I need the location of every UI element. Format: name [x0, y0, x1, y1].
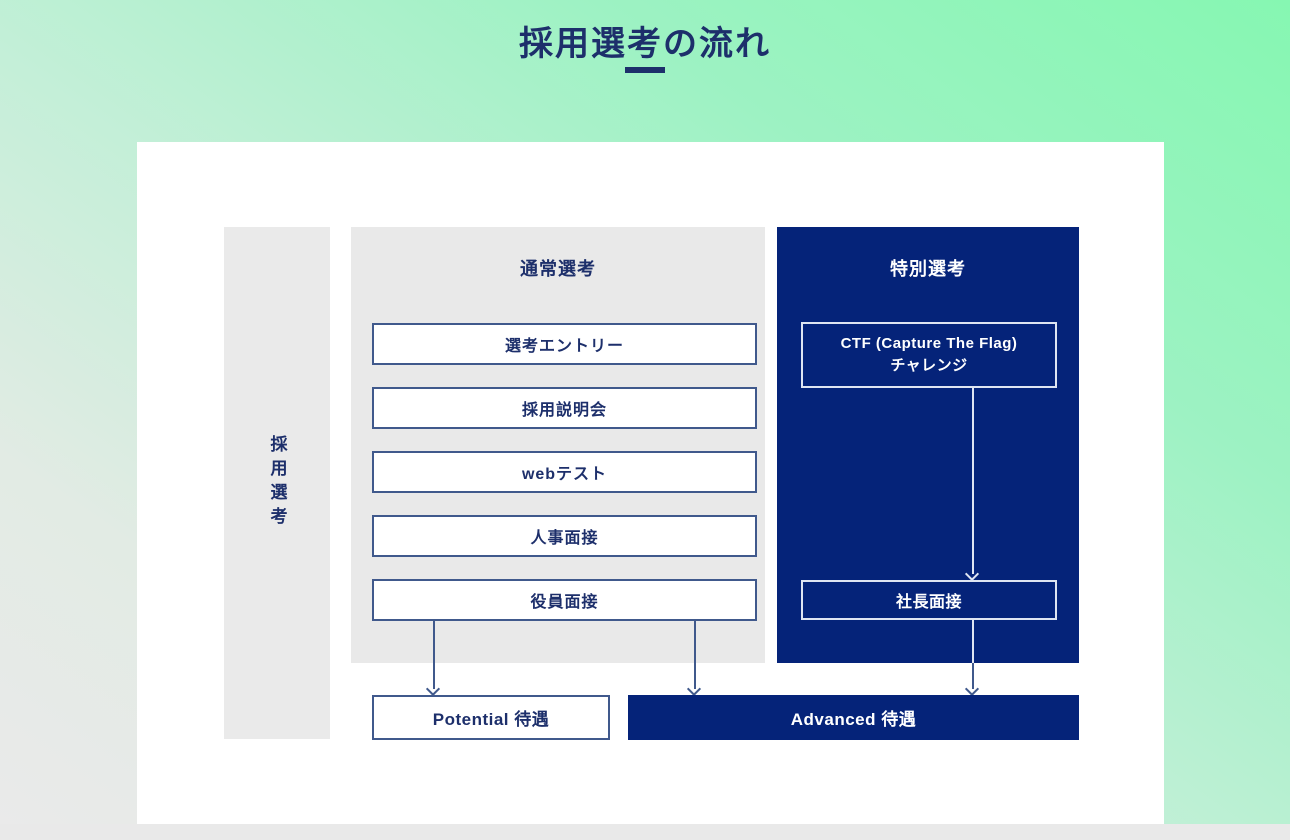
normal-track-panel: 通常選考 選考エントリー 採用説明会 webテスト 人事面接 役員面接	[351, 227, 765, 663]
special-track-header: 特別選考	[890, 259, 966, 279]
arrow-line	[972, 388, 974, 574]
arrow-down-icon	[964, 566, 980, 582]
arrow-line	[433, 621, 435, 689]
arrow-executive-to-advanced	[686, 621, 702, 697]
outcome-advanced: Advanced 待遇	[628, 695, 1079, 740]
arrow-line	[972, 663, 974, 689]
page-bottom-strip	[0, 824, 1290, 840]
arrow-line	[694, 621, 696, 689]
arrow-down-icon	[964, 681, 980, 697]
ctf-challenge-line1: CTF (Capture The Flag)	[840, 335, 1018, 353]
arrow-down-icon	[425, 681, 441, 697]
ctf-challenge-line2: チャレンジ	[890, 357, 968, 374]
step-entry: 選考エントリー	[372, 323, 757, 365]
normal-track-header: 通常選考	[520, 259, 596, 279]
step-info-session: 採用説明会	[372, 387, 757, 429]
outcome-potential: Potential 待遇	[372, 695, 610, 740]
arrow-executive-to-potential	[425, 621, 441, 697]
step-hr-interview: 人事面接	[372, 515, 757, 557]
arrow-down-icon	[686, 681, 702, 697]
side-label-bar: 採用選考	[224, 227, 330, 739]
step-executive-interview: 役員面接	[372, 579, 757, 621]
step-president-interview: 社長面接	[801, 580, 1057, 620]
special-track-panel: 特別選考 CTF (Capture The Flag) チャレンジ 社長面接	[777, 227, 1079, 663]
title-underline-bar	[625, 67, 665, 73]
step-web-test: webテスト	[372, 451, 757, 493]
side-label: 採用選考	[267, 435, 287, 531]
page-title: 採用選考の流れ	[519, 25, 771, 63]
arrow-president-to-advanced	[964, 663, 980, 697]
arrow-president-segment	[972, 620, 974, 663]
flow-diagram-card: 採用選考 通常選考 選考エントリー 採用説明会 webテスト 人事面接 役員面接…	[137, 142, 1164, 824]
arrow-ctf-to-president	[964, 388, 980, 582]
step-ctf-challenge: CTF (Capture The Flag) チャレンジ	[801, 322, 1057, 388]
